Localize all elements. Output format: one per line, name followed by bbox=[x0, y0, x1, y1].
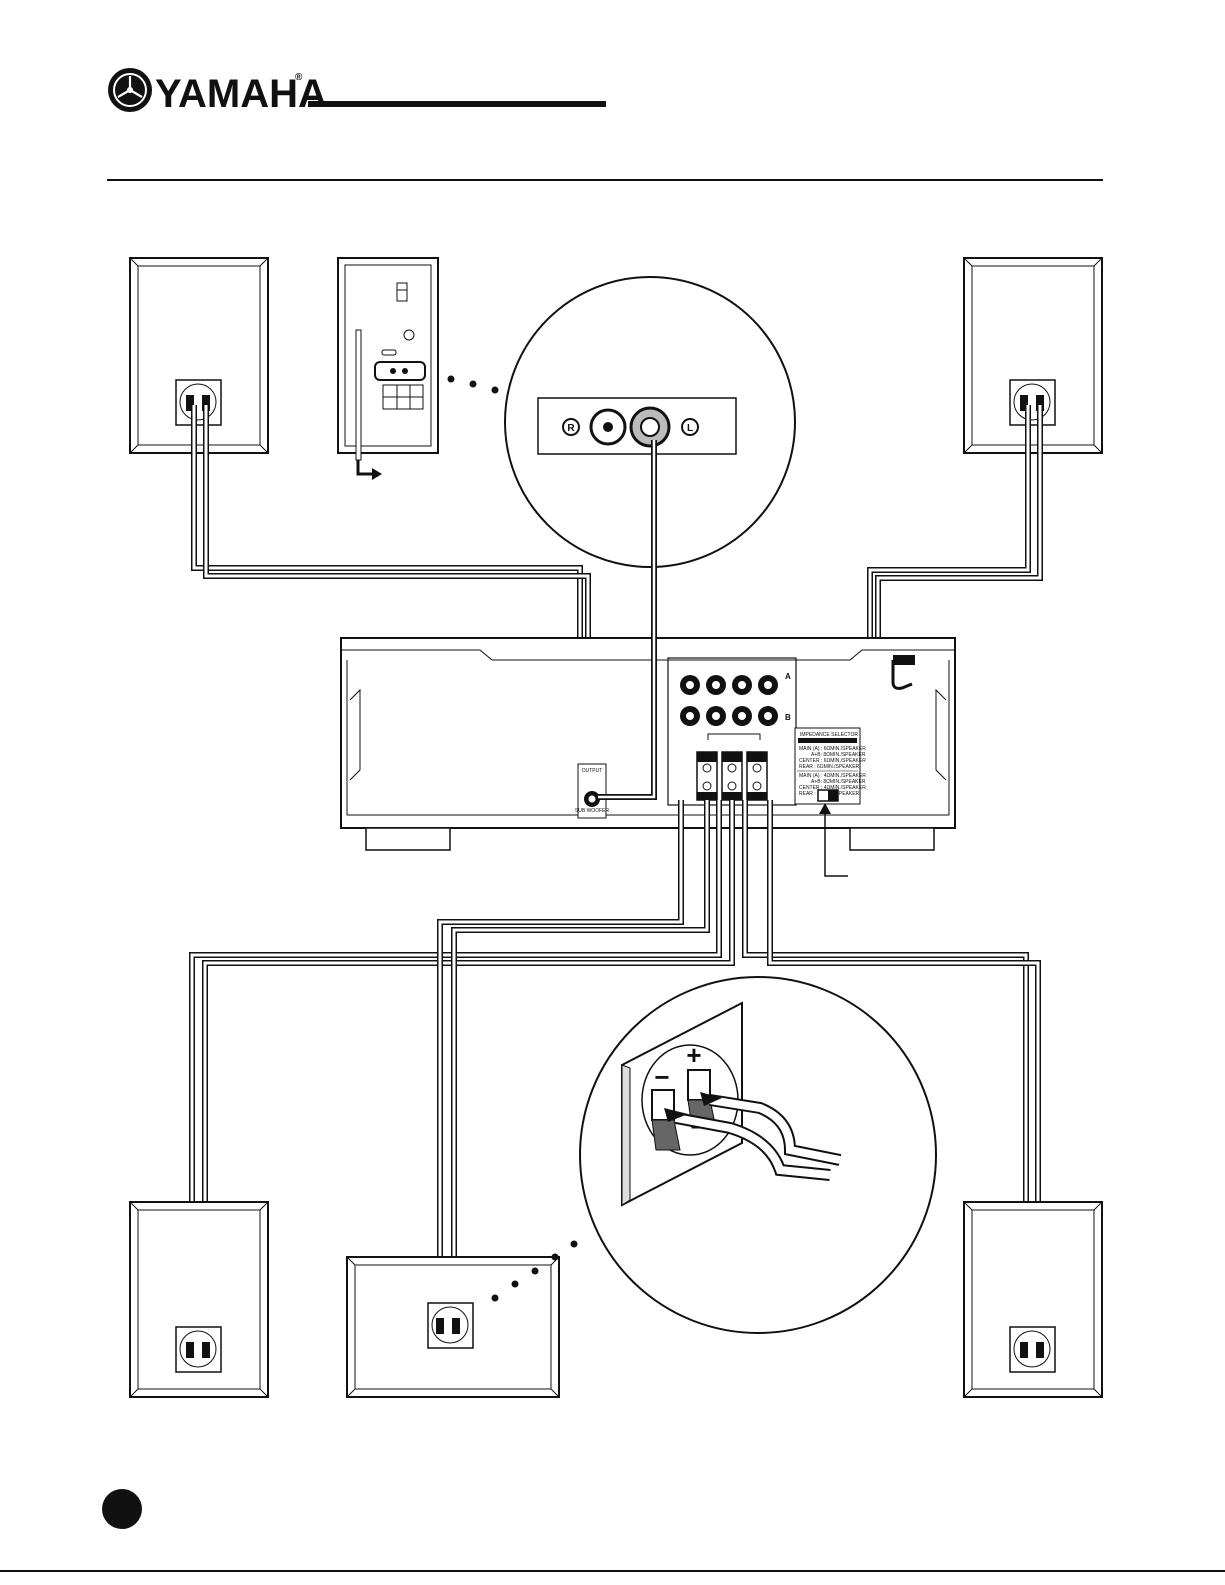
plus-symbol: + bbox=[686, 1040, 701, 1070]
output-label: OUTPUT bbox=[582, 768, 603, 774]
page-marker bbox=[102, 1489, 142, 1529]
minus-symbol: − bbox=[654, 1062, 669, 1092]
impedance-line: REAR : 6ΩMIN./SPEAKER bbox=[799, 764, 860, 770]
subwoofer bbox=[338, 258, 438, 480]
center-rear-terminals bbox=[697, 752, 767, 800]
terminal-row-label-b: B bbox=[785, 713, 791, 722]
front-right-speaker bbox=[964, 258, 1102, 453]
front-terminals-b: B bbox=[680, 706, 791, 726]
output-label-sub: SUB WOOFER bbox=[575, 808, 610, 814]
subwoofer-output-jack: OUTPUT SUB WOOFER bbox=[575, 764, 610, 818]
callout-dots-subwoofer bbox=[448, 376, 499, 394]
yamaha-logo: YAMAHA ® bbox=[108, 68, 327, 116]
input-label-r: R bbox=[567, 423, 575, 434]
impedance-selector-panel: IMPEDANCE SELECTOR MAIN (A) : 6ΩMIN./SPE… bbox=[795, 728, 866, 804]
speaker-terminal bbox=[176, 380, 221, 425]
front-left-speaker bbox=[130, 258, 268, 453]
input-label-l: L bbox=[687, 423, 693, 434]
speaker-terminal bbox=[428, 1303, 473, 1348]
impedance-title: IMPEDANCE SELECTOR bbox=[800, 732, 858, 738]
center-speaker bbox=[347, 1257, 559, 1397]
registered-mark: ® bbox=[295, 72, 303, 83]
rear-right-speaker bbox=[964, 1202, 1102, 1397]
rear-left-speaker bbox=[130, 1202, 268, 1397]
speaker-terminal bbox=[1010, 1327, 1055, 1372]
header-bar bbox=[308, 101, 606, 107]
speaker-terminal bbox=[1010, 380, 1055, 425]
speaker-terminal-inset: + − bbox=[580, 977, 936, 1333]
subwoofer-input-inset: R L bbox=[505, 277, 795, 567]
terminal-row-label-a: A bbox=[785, 672, 791, 681]
receiver-rear-panel: A B bbox=[341, 638, 955, 876]
impedance-switch[interactable] bbox=[818, 790, 838, 801]
speaker-terminal bbox=[176, 1327, 221, 1372]
